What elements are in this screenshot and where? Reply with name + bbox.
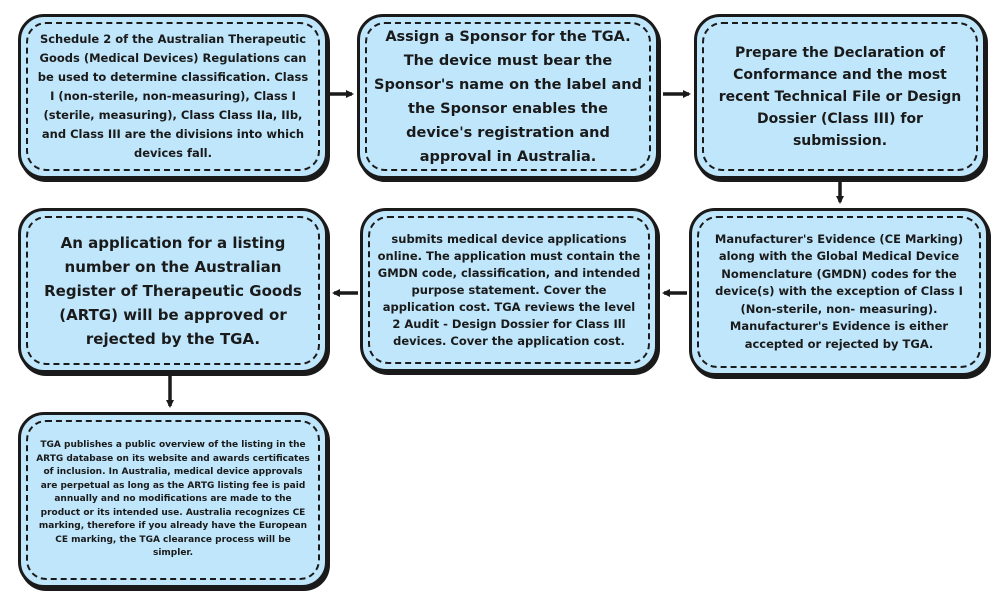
step-submission-box: submits medical device applications onli… [360, 208, 658, 372]
step-publication-text: TGA publishes a public overview of the l… [36, 440, 310, 559]
step-evidence-text: Manufacturer's Evidence (CE Marking) alo… [714, 231, 964, 351]
step-artg-text: An application for a listing number on t… [44, 233, 302, 348]
step-sponsor-box: Assign a Sponsor for the TGA. The device… [357, 14, 659, 179]
step-publication-box: TGA publishes a public overview of the l… [18, 412, 328, 588]
step-evidence-box: Manufacturer's Evidence (CE Marking) alo… [689, 208, 989, 376]
step-declaration-text: Prepare the Declaration of Conformance a… [718, 44, 962, 149]
step-submission-text: submits medical device applications onli… [377, 231, 641, 348]
step-sponsor-text: Assign a Sponsor for the TGA. The device… [374, 28, 643, 165]
step-declaration-box: Prepare the Declaration of Conformance a… [694, 14, 986, 179]
step-classification-text: Schedule 2 of the Australian Therapeutic… [37, 32, 309, 160]
step-classification-box: Schedule 2 of the Australian Therapeutic… [18, 14, 328, 179]
step-artg-box: An application for a listing number on t… [18, 208, 328, 373]
